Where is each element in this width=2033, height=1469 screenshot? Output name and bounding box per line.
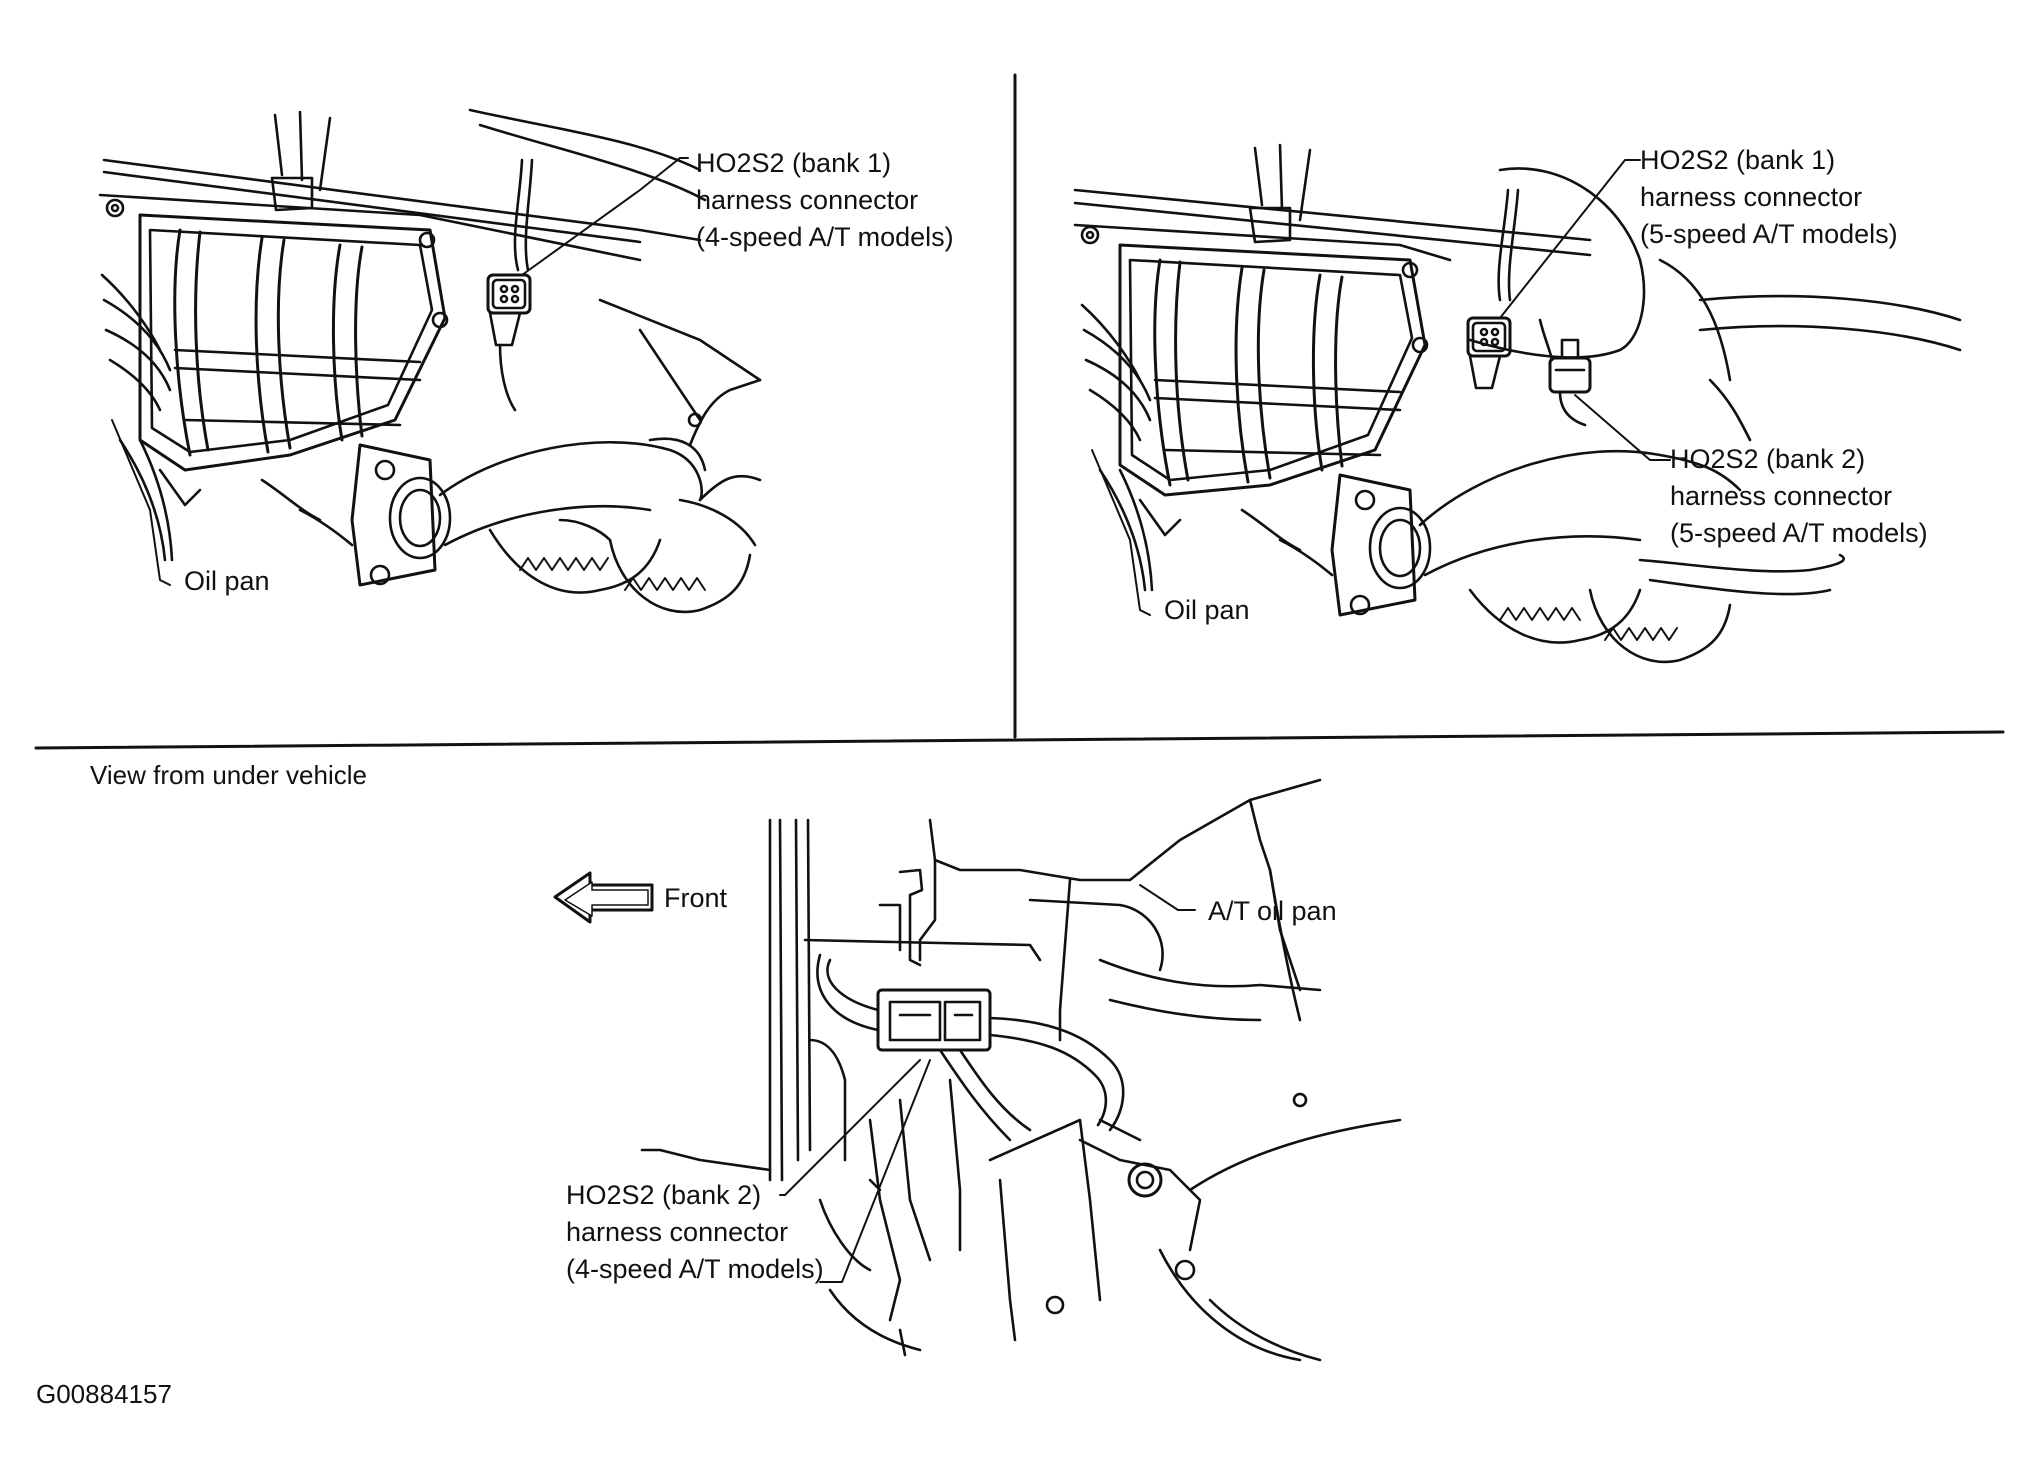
callout-line: HO2S2 (bank 1) <box>696 148 892 178</box>
callout-line: (5-speed A/T models) <box>1670 518 1928 548</box>
top-left-leader-lines <box>111 157 689 586</box>
callout-line: (4-speed A/T models) <box>696 222 954 252</box>
callout-line: harness connector <box>1670 481 1893 511</box>
view-caption: View from under vehicle <box>90 760 367 790</box>
top-left-engine-illustration <box>98 108 762 614</box>
callout-line: HO2S2 (bank 2) <box>1670 444 1866 474</box>
top-right-engine-illustration <box>1073 143 1962 664</box>
callout-line: harness connector <box>1640 182 1863 212</box>
bottom-leader-lines <box>779 884 1196 1283</box>
figure-id: G00884157 <box>36 1379 172 1409</box>
top-left-ho2s2-bank1-callout: HO2S2 (bank 1) harness connector (4-spee… <box>696 145 954 256</box>
top-right-leader-lines <box>1091 159 1671 616</box>
top-left-oil-pan-label: Oil pan <box>184 566 270 596</box>
bottom-illustration <box>553 778 1402 1362</box>
callout-line: harness connector <box>696 185 919 215</box>
callout-line: HO2S2 (bank 1) <box>1640 145 1836 175</box>
front-direction-label: Front <box>664 883 728 913</box>
callout-line: HO2S2 (bank 2) <box>566 1180 762 1210</box>
callout-line: harness connector <box>566 1217 789 1247</box>
callout-line: (5-speed A/T models) <box>1640 219 1898 249</box>
at-oil-pan-label: A/T oil pan <box>1208 896 1337 926</box>
top-right-ho2s2-bank2-callout: HO2S2 (bank 2) harness connector (5-spee… <box>1670 441 1928 552</box>
panel-dividers <box>34 73 2005 750</box>
bottom-ho2s2-bank2-callout: HO2S2 (bank 2) harness connector (4-spee… <box>566 1177 824 1288</box>
callout-line: (4-speed A/T models) <box>566 1254 824 1284</box>
top-right-ho2s2-bank1-callout: HO2S2 (bank 1) harness connector (5-spee… <box>1640 142 1898 253</box>
top-right-oil-pan-label: Oil pan <box>1164 595 1250 625</box>
